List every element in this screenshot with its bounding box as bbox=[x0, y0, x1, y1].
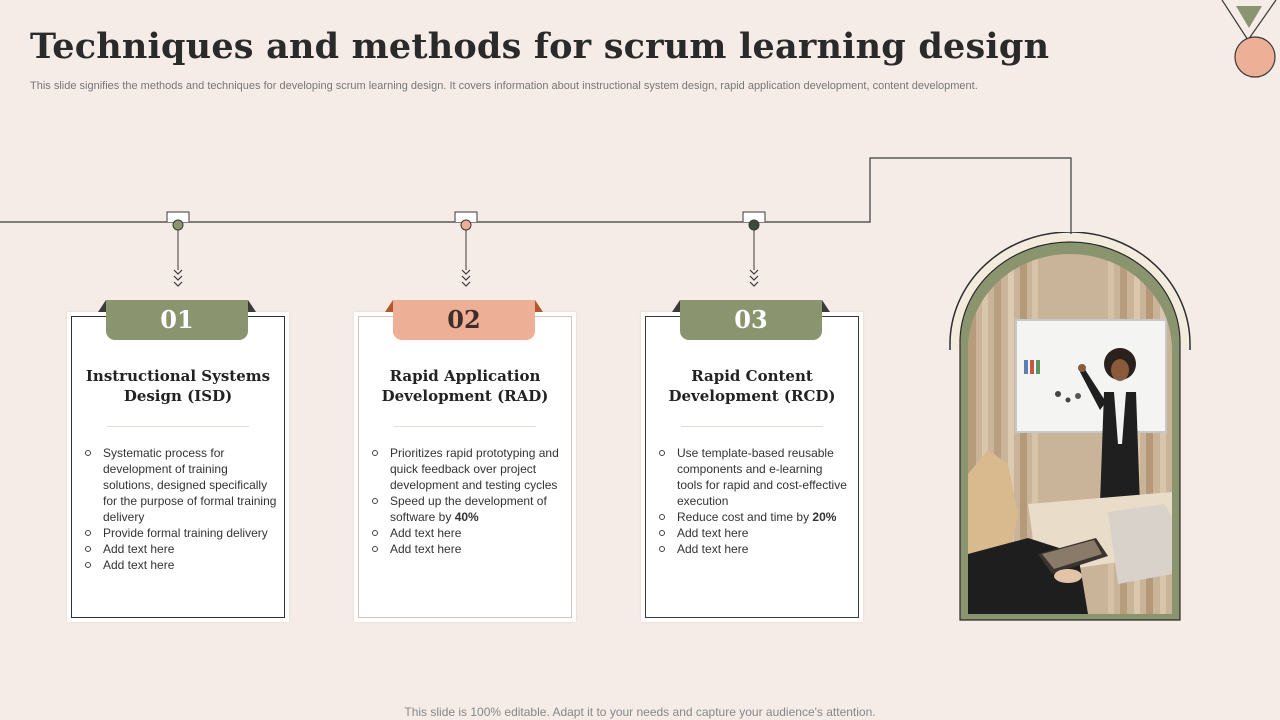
card-heading-line: Development (RAD) bbox=[381, 387, 549, 405]
card-divider bbox=[107, 426, 249, 427]
list-item: Use template-based reusable components a… bbox=[657, 445, 851, 509]
double-chevron-down-icon bbox=[173, 269, 183, 287]
list-item: Add text here bbox=[83, 557, 277, 573]
card-heading: Rapid Content Development (RCD) bbox=[649, 366, 855, 406]
tab-fold-right bbox=[535, 300, 543, 312]
card-heading: Rapid Application Development (RAD) bbox=[362, 366, 568, 406]
tab-fold-left bbox=[385, 300, 393, 312]
card-divider bbox=[394, 426, 536, 427]
card-number-tab: 01 bbox=[106, 300, 248, 340]
card-bullet-list: Systematic process for development of tr… bbox=[83, 445, 277, 573]
slide-subtitle: This slide signifies the methods and tec… bbox=[30, 80, 978, 92]
card-bullet-list: Use template-based reusable components a… bbox=[657, 445, 851, 557]
tab-fold-right bbox=[822, 300, 830, 312]
tab-fold-left bbox=[98, 300, 106, 312]
tab-fold-left bbox=[672, 300, 680, 312]
list-item-emphasis: 40% bbox=[454, 510, 479, 524]
list-item: Speed up the development of software by … bbox=[370, 493, 564, 525]
list-item: Add text here bbox=[370, 525, 564, 541]
card-rad: 02 Rapid Application Development (RAD) P… bbox=[354, 300, 576, 622]
double-chevron-down-icon bbox=[749, 269, 759, 287]
card-bullet-list: Prioritizes rapid prototyping and quick … bbox=[370, 445, 564, 557]
tab-fold-right bbox=[248, 300, 256, 312]
timeline-node-3 bbox=[742, 211, 766, 287]
card-heading-line: Development (RCD) bbox=[668, 387, 836, 405]
card-heading-line: Instructional Systems bbox=[85, 367, 271, 385]
list-item: Systematic process for development of tr… bbox=[83, 445, 277, 525]
timeline-node-2 bbox=[454, 211, 478, 287]
list-item: Add text here bbox=[83, 541, 277, 557]
card-number-tab: 02 bbox=[393, 300, 535, 340]
arched-photo-frame bbox=[948, 231, 1192, 624]
card-divider bbox=[681, 426, 823, 427]
slide-title: Techniques and methods for scrum learnin… bbox=[30, 26, 1050, 67]
list-item-text: Speed up the development of software by bbox=[390, 494, 547, 524]
list-item: Add text here bbox=[657, 525, 851, 541]
slide-footer: This slide is 100% editable. Adapt it to… bbox=[404, 705, 876, 719]
card-number-tab: 03 bbox=[680, 300, 822, 340]
list-item-emphasis: 20% bbox=[812, 510, 837, 524]
list-item: Add text here bbox=[370, 541, 564, 557]
meeting-photo bbox=[968, 254, 1172, 614]
card-rcd: 03 Rapid Content Development (RCD) Use t… bbox=[641, 300, 863, 622]
list-item: Prioritizes rapid prototyping and quick … bbox=[370, 445, 564, 493]
card-heading-line: Rapid Application bbox=[389, 367, 541, 385]
list-item: Reduce cost and time by 20% bbox=[657, 509, 851, 525]
card-heading-line: Design (ISD) bbox=[123, 387, 233, 405]
card-heading-line: Rapid Content bbox=[691, 367, 813, 385]
card-heading: Instructional Systems Design (ISD) bbox=[75, 366, 281, 406]
list-item-text: Reduce cost and time by bbox=[677, 510, 813, 524]
medal-icon bbox=[1221, 0, 1277, 78]
timeline-node-1 bbox=[166, 211, 190, 287]
list-item: Provide formal training delivery bbox=[83, 525, 277, 541]
double-chevron-down-icon bbox=[461, 269, 471, 287]
card-isd: 01 Instructional Systems Design (ISD) Sy… bbox=[67, 300, 289, 622]
list-item: Add text here bbox=[657, 541, 851, 557]
